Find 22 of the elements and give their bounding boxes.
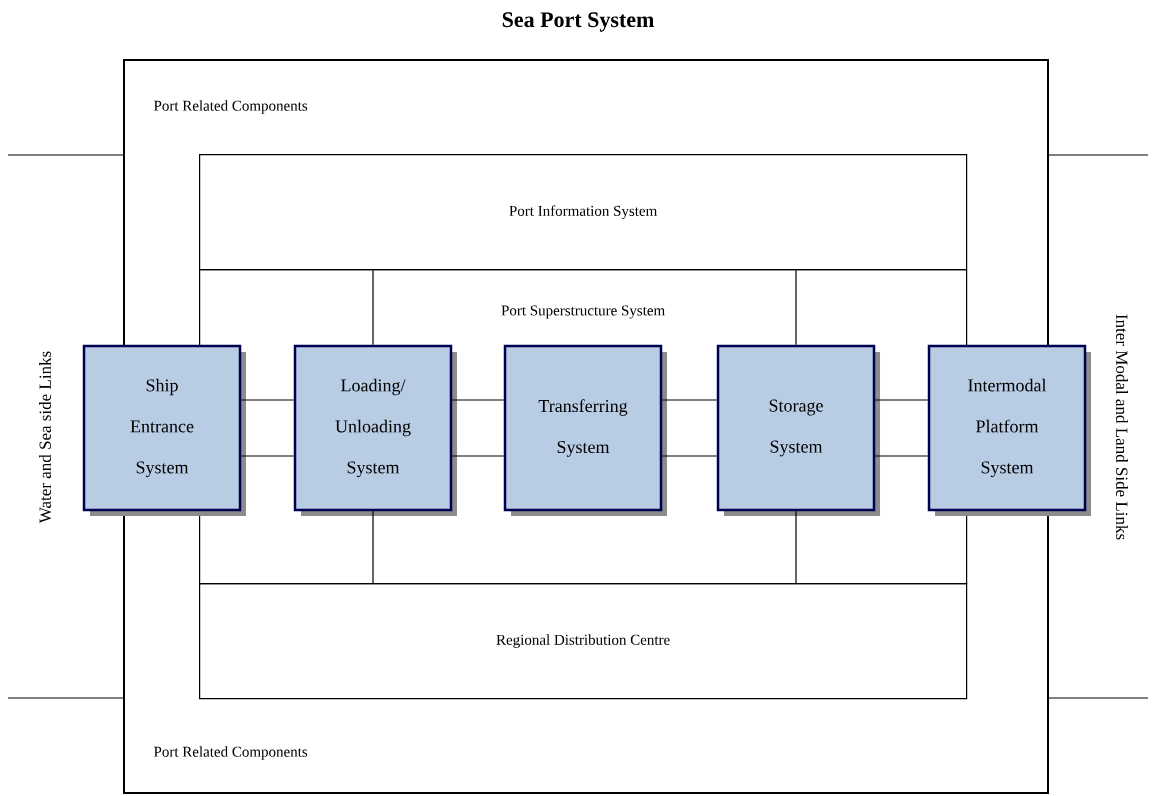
connector-line (795, 269, 797, 346)
connector-line (240, 399, 295, 401)
connector-line (372, 510, 374, 584)
system-box: Transferring System (503, 344, 667, 516)
connector-line (795, 510, 797, 584)
connector-line (874, 455, 929, 457)
side-label: Inter Modal and Land Side Links (1116, 314, 1128, 540)
system-box: Loading/ Unloading System (293, 344, 457, 516)
band: Regional Distribution Centre (199, 583, 968, 700)
connector-line (874, 399, 929, 401)
connector-line (451, 455, 505, 457)
connector-line (661, 399, 718, 401)
system-box: Storage System (716, 344, 880, 516)
side-label: Water and Sea side Links (39, 351, 51, 524)
connector-line (451, 399, 505, 401)
band: Port Information System (199, 154, 968, 271)
system-box: Intermodal Platform System (927, 344, 1091, 516)
connector-line (661, 455, 718, 457)
system-box: Ship Entrance System (82, 344, 246, 516)
title: Sea Port System (502, 12, 654, 32)
connector-line (372, 269, 374, 346)
connector-line (240, 455, 295, 457)
